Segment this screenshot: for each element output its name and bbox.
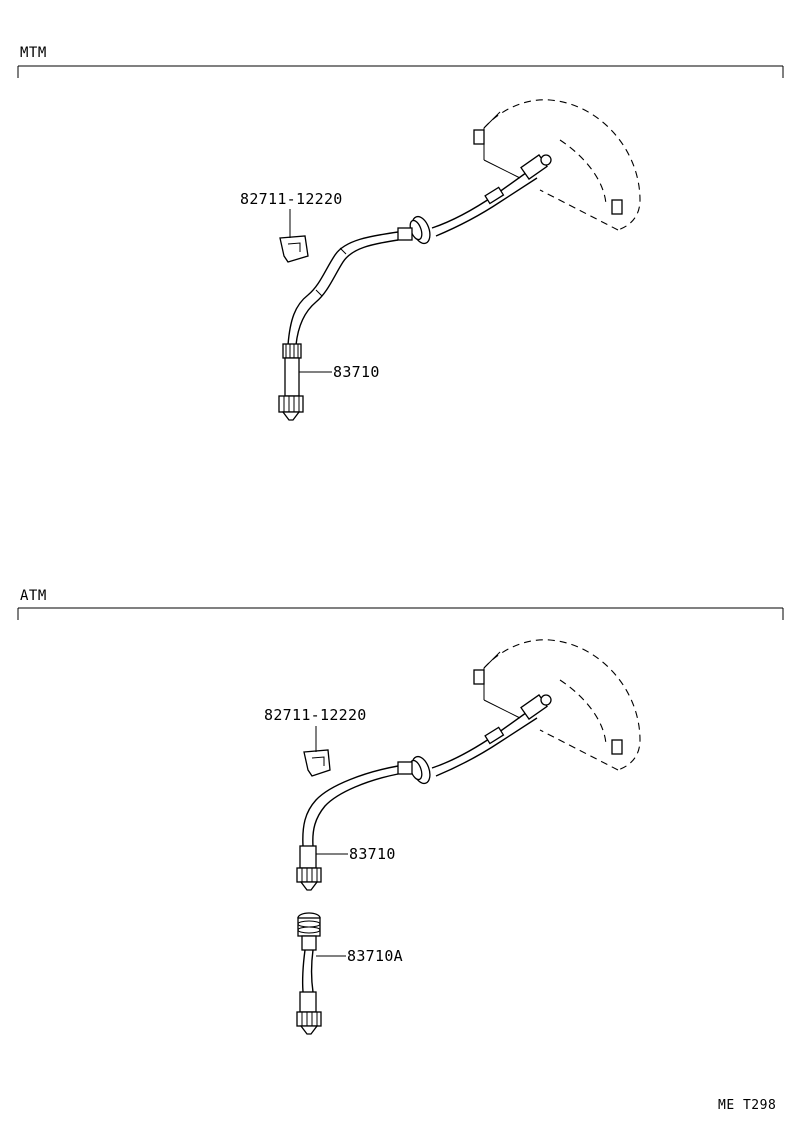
atm-clip-part-number: 82711-12220: [264, 706, 367, 724]
atm-section-title: ATM: [20, 588, 47, 604]
atm-sub-cable: [296, 912, 322, 1035]
mtm-section-bracket: [17, 65, 784, 78]
mtm-clip-part-number: 82711-12220: [240, 190, 343, 208]
atm-clip: [303, 749, 331, 777]
atm-cable-part-number: 83710: [349, 845, 396, 863]
mtm-section-title: MTM: [20, 45, 47, 61]
atm-sub-cable-part-number: 83710A: [347, 947, 403, 965]
atm-section-bracket: [17, 607, 784, 620]
mtm-meter-housing: [473, 99, 641, 231]
mtm-speedometer-cable: [278, 154, 552, 421]
mtm-cable-part-number: 83710: [333, 363, 380, 381]
atm-meter-housing: [473, 639, 641, 771]
diagram-code: ME T298: [718, 1098, 777, 1113]
mtm-clip: [279, 235, 309, 263]
atm-speedometer-cable: [296, 694, 552, 891]
